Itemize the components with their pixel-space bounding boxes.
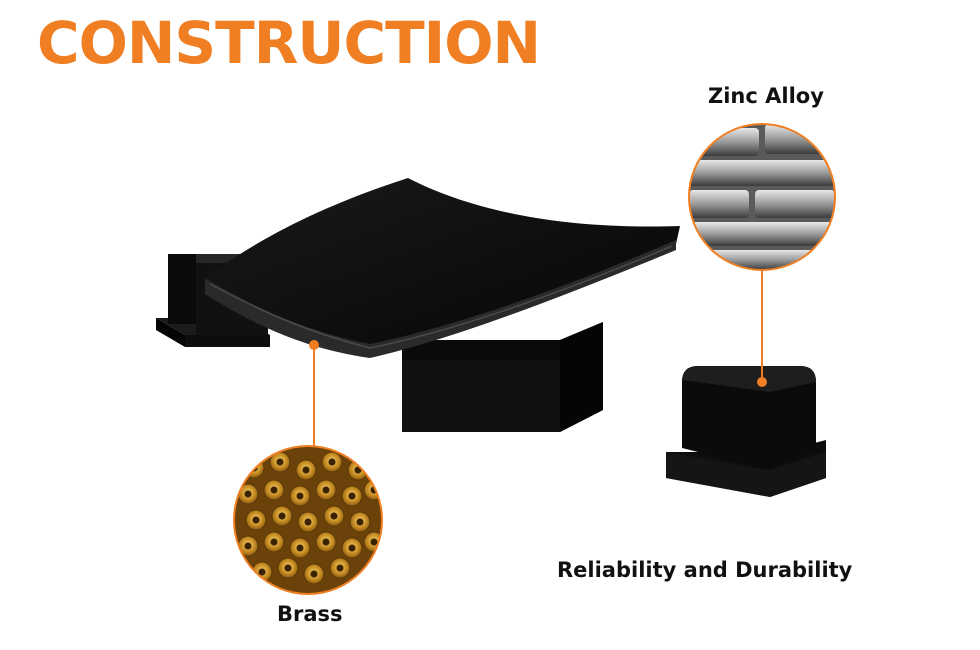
right-handle (666, 366, 826, 497)
reliability-label: Reliability and Durability (557, 558, 853, 582)
page-title: CONSTRUCTION (37, 9, 541, 77)
brass-label: Brass (277, 602, 343, 626)
brass-callout (233, 340, 383, 595)
zinc-alloy-label: Zinc Alloy (708, 84, 824, 108)
spout-base (402, 322, 603, 432)
waterfall-spout (205, 178, 680, 358)
brass-rods-image (234, 446, 382, 594)
zinc-alloy-callout (688, 123, 836, 387)
